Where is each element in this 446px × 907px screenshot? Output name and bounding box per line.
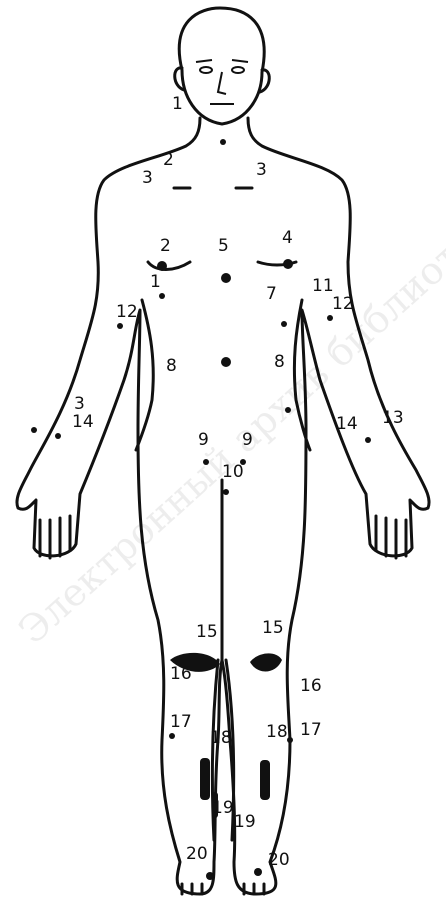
label-15-thigh-left: 15 — [196, 624, 218, 641]
brow-right — [232, 60, 248, 62]
point-chest-left — [159, 293, 165, 299]
label-20-foot-left: 20 — [186, 846, 208, 863]
label-8-abdomen-left: 8 — [166, 358, 177, 375]
label-3-shoulder-left: 3 — [142, 170, 153, 187]
label-11-arm: 11 — [312, 278, 334, 295]
point-forearm-right — [365, 437, 371, 443]
label-20-foot-right: 20 — [268, 852, 290, 869]
label-1-chest: 1 — [150, 274, 161, 291]
label-3-forearm: 3 — [74, 396, 85, 413]
point-foot-right — [254, 868, 262, 876]
knee-mark-right — [250, 653, 282, 671]
label-13-forearm: 13 — [382, 410, 404, 427]
label-2-neck: 2 — [163, 152, 174, 169]
label-14-forearm-right: 14 — [336, 416, 358, 433]
label-9-groin-right: 9 — [242, 432, 253, 449]
shin-mark-left — [200, 758, 210, 800]
label-18-shin: 18 — [266, 724, 288, 741]
label-19-ankle-left: 19 — [212, 800, 234, 817]
label-4-chest: 4 — [282, 230, 293, 247]
nipple-left — [148, 262, 190, 270]
label-17-shin-right: 17 — [300, 722, 322, 739]
label-12-arm-left: 12 — [116, 304, 138, 321]
point-arm-left — [117, 323, 123, 329]
point-navel — [221, 357, 231, 367]
label-16-knee-right: 16 — [300, 678, 322, 695]
label-18-shin-left: 18 — [210, 730, 232, 747]
head-outline — [179, 8, 264, 124]
point-nipple-right — [283, 259, 293, 269]
point-nipple-left — [157, 261, 167, 271]
point-foot-left — [206, 872, 214, 880]
label-19-ankle-right: 19 — [234, 814, 256, 831]
eye-right — [232, 67, 244, 73]
point-pubis — [223, 489, 229, 495]
label-17-shin-left: 17 — [170, 714, 192, 731]
label-7-chest: 7 — [266, 286, 277, 303]
label-1-neck: 1 — [172, 96, 183, 113]
eye-left — [200, 67, 212, 73]
brow-left — [196, 60, 212, 62]
label-8-abdomen-right: 8 — [274, 354, 285, 371]
label-14-forearm-left: 14 — [72, 414, 94, 431]
label-12-arm-right: 12 — [332, 296, 354, 313]
label-15-thigh-right: 15 — [262, 620, 284, 637]
label-10-pubis: 10 — [222, 464, 244, 481]
point-arm-right — [327, 315, 333, 321]
label-3-shoulder-right: 3 — [256, 162, 267, 179]
point-shin-left — [169, 733, 175, 739]
label-16-knee-left: 16 — [170, 666, 192, 683]
point-forearm-left-a — [31, 427, 37, 433]
nose — [218, 72, 226, 94]
label-5-sternum: 5 — [218, 238, 229, 255]
point-chest-right — [281, 321, 287, 327]
point-shin-right — [287, 737, 293, 743]
point-forearm-left-b — [55, 433, 61, 439]
label-2-chest: 2 — [160, 238, 171, 255]
point-sternum — [221, 273, 231, 283]
point-jugular — [220, 139, 226, 145]
label-9-groin-left: 9 — [198, 432, 209, 449]
shin-mark-right — [260, 760, 270, 800]
